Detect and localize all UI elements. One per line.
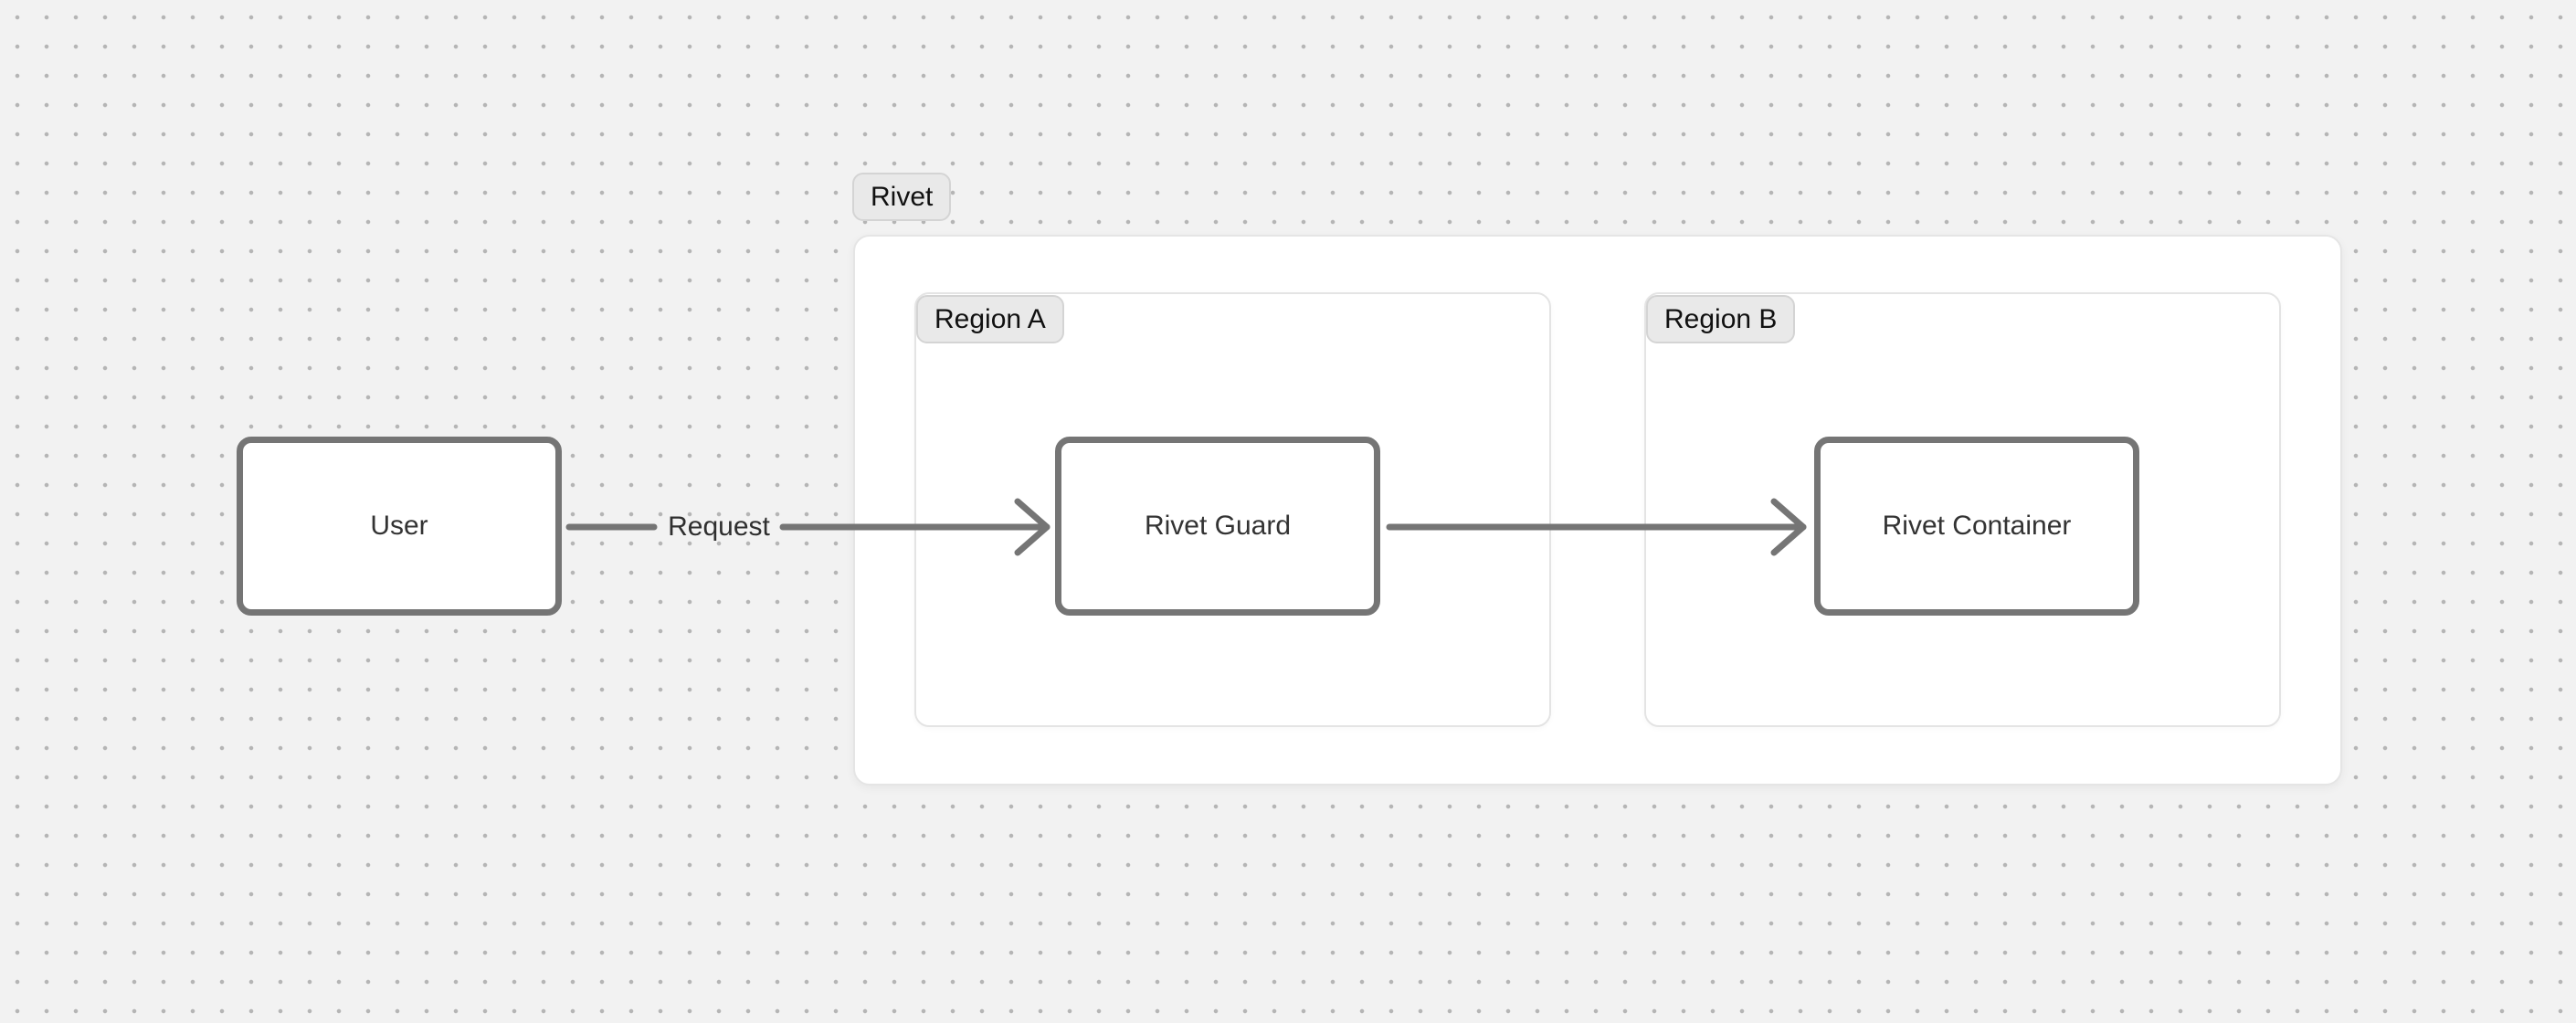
node-rivet-guard[interactable]: Rivet Guard [1055, 437, 1380, 616]
frame-region-b-label-chip[interactable]: Region B [1646, 295, 1796, 343]
frame-region-a-label: Region A [934, 304, 1046, 334]
arrow-user-to-guard[interactable] [565, 498, 1050, 556]
frame-rivet-label-chip[interactable]: Rivet [852, 173, 952, 221]
arrowhead-icon [1014, 498, 1050, 556]
node-rivet-guard-label: Rivet Guard [1144, 511, 1292, 541]
node-user-label: User [370, 511, 428, 541]
node-user[interactable]: User [237, 437, 562, 616]
arrow-guard-to-container[interactable] [1386, 498, 1807, 556]
node-rivet-container-label: Rivet Container [1882, 511, 2072, 541]
arrowhead-icon [1770, 498, 1807, 556]
frame-region-a-label-chip[interactable]: Region A [916, 295, 1064, 343]
node-rivet-container[interactable]: Rivet Container [1814, 437, 2139, 616]
arrow-label-request[interactable]: Request [668, 512, 770, 542]
frame-rivet-label: Rivet [871, 182, 934, 212]
frame-region-b-label: Region B [1664, 304, 1778, 334]
